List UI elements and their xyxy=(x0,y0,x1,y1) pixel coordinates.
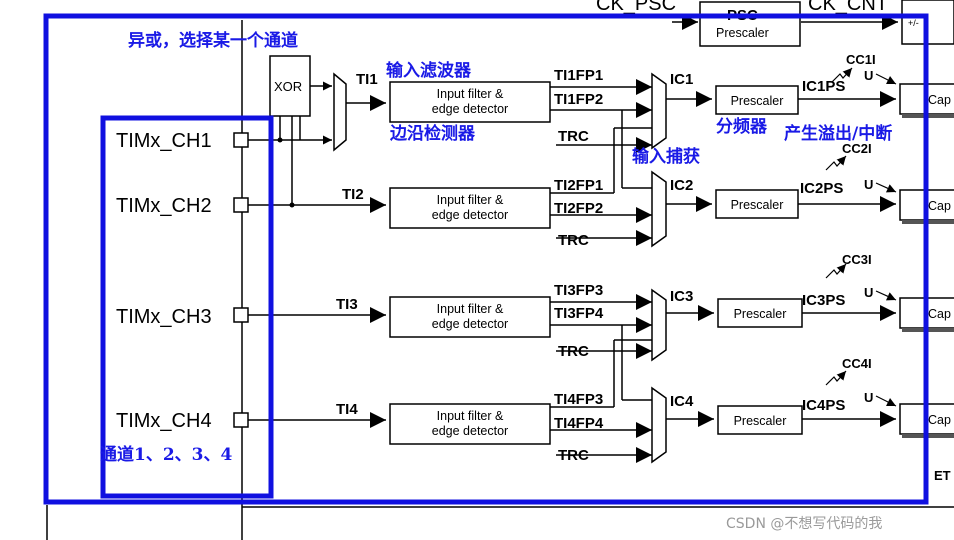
cc2i-label: CC2I xyxy=(842,141,872,156)
cc4i-label: CC4I xyxy=(842,356,872,371)
pin-ch1-label: TIMx_CH1 xyxy=(116,130,212,152)
diagram-frame xyxy=(46,20,954,540)
pin-ch4-label: TIMx_CH4 xyxy=(116,410,212,432)
ti1fp1-label: TI1FP1 xyxy=(554,67,603,84)
ic2-label: IC2 xyxy=(670,177,693,194)
etr-label: ET xyxy=(934,468,951,483)
annotation-input-filter: 输入滤波器 xyxy=(386,60,472,81)
prescaler1-label: Prescaler xyxy=(731,94,784,108)
u-label-3: U xyxy=(864,285,873,300)
filter2-line2: edge detector xyxy=(432,208,508,222)
capture-muxes xyxy=(651,72,667,464)
highlight-input-stage xyxy=(43,13,929,505)
watermark-text: CSDN @不想写代码的我 xyxy=(726,516,882,532)
prescaler-wires xyxy=(666,91,896,427)
u-label-4: U xyxy=(864,390,873,405)
ck-psc-label: CK_PSC xyxy=(596,0,676,15)
ic3ps-label: IC3PS xyxy=(802,292,845,309)
prescaler-boxes xyxy=(715,85,803,435)
prescaler3-label: Prescaler xyxy=(734,307,787,321)
annotation-edge-detector: 边沿检测器 xyxy=(389,123,476,144)
annotation-channels: 通道1、2、3、4 xyxy=(100,444,232,465)
top-counter-area: CK_PSC PSC Prescaler CK_CNT +/- xyxy=(596,0,954,47)
cc1i-label: CC1I xyxy=(846,52,876,67)
capture-label-1: Cap xyxy=(928,93,951,107)
ti2-label: TI2 xyxy=(342,186,364,203)
psc-prescaler-label: Prescaler xyxy=(716,26,769,40)
pin-ch1 xyxy=(233,132,249,148)
u-label-1: U xyxy=(864,68,873,83)
filter4-line1: Input filter & xyxy=(437,409,504,423)
filter1-line1: Input filter & xyxy=(437,87,504,101)
annotation-overflow-interrupt: 产生溢出/中断 xyxy=(784,123,892,144)
ti3fp4-label: TI3FP4 xyxy=(554,305,604,322)
filter1-line2: edge detector xyxy=(432,102,508,116)
highlight-channels xyxy=(100,115,274,499)
ic1-label: IC1 xyxy=(670,71,693,88)
capture-label-2: Cap xyxy=(928,199,951,213)
capture-label-4: Cap xyxy=(928,413,951,427)
pin-ch3-label: TIMx_CH3 xyxy=(116,306,212,328)
filter4-line2: edge detector xyxy=(432,424,508,438)
trc-label-2: TRC xyxy=(558,232,589,249)
ti1-label: TI1 xyxy=(356,71,378,88)
filter-output-wires xyxy=(550,79,652,463)
filter-boxes xyxy=(389,81,551,445)
pin-ch3 xyxy=(233,307,249,323)
annotation-input-capture: 输入捕获 xyxy=(632,146,700,167)
prescaler2-label: Prescaler xyxy=(731,198,784,212)
cc3i-label: CC3I xyxy=(842,252,872,267)
ic3-label: IC3 xyxy=(670,288,693,305)
annotation-xor-select: 异或，选择某一个通道 xyxy=(128,30,298,51)
xor-label: XOR xyxy=(274,79,302,94)
interrupt-zigzags xyxy=(825,67,897,407)
pin-ch2-label: TIMx_CH2 xyxy=(116,195,212,217)
capture-label-3: Cap xyxy=(928,307,951,321)
counter-sign: +/- xyxy=(908,18,919,28)
psc-box xyxy=(699,1,801,47)
ti4fp3-label: TI4FP3 xyxy=(554,391,603,408)
ti4fp4-label: TI4FP4 xyxy=(554,415,604,432)
filter2-line1: Input filter & xyxy=(437,193,504,207)
ic4ps-label: IC4PS xyxy=(802,397,845,414)
ic2ps-label: IC2PS xyxy=(800,180,843,197)
channel-pins: TIMx_CH1 TIMx_CH2 TIMx_CH3 TIMx_CH4 xyxy=(116,130,249,432)
ck-cnt-label: CK_CNT xyxy=(808,0,888,15)
ti1fp2-label: TI1FP2 xyxy=(554,91,603,108)
ic1ps-label: IC1PS xyxy=(802,78,845,95)
ti4-label: TI4 xyxy=(336,401,358,418)
pin-ch4 xyxy=(233,412,249,428)
pin-ch2 xyxy=(233,197,249,213)
trc-label-4: TRC xyxy=(558,447,589,464)
ti3-label: TI3 xyxy=(336,296,358,313)
annotation-divider: 分频器 xyxy=(716,116,768,137)
prescaler4-label: Prescaler xyxy=(734,414,787,428)
u-label-2: U xyxy=(864,177,873,192)
filter3-line2: edge detector xyxy=(432,317,508,331)
trc-label-1: TRC xyxy=(558,128,589,145)
xor-block xyxy=(248,55,386,205)
ic4-label: IC4 xyxy=(670,393,694,410)
filter3-line1: Input filter & xyxy=(437,302,504,316)
ti3fp3-label: TI3FP3 xyxy=(554,282,603,299)
ti2fp2-label: TI2FP2 xyxy=(554,200,603,217)
ti2fp1-label: TI2FP1 xyxy=(554,177,603,194)
trc-label-3: TRC xyxy=(558,343,589,360)
